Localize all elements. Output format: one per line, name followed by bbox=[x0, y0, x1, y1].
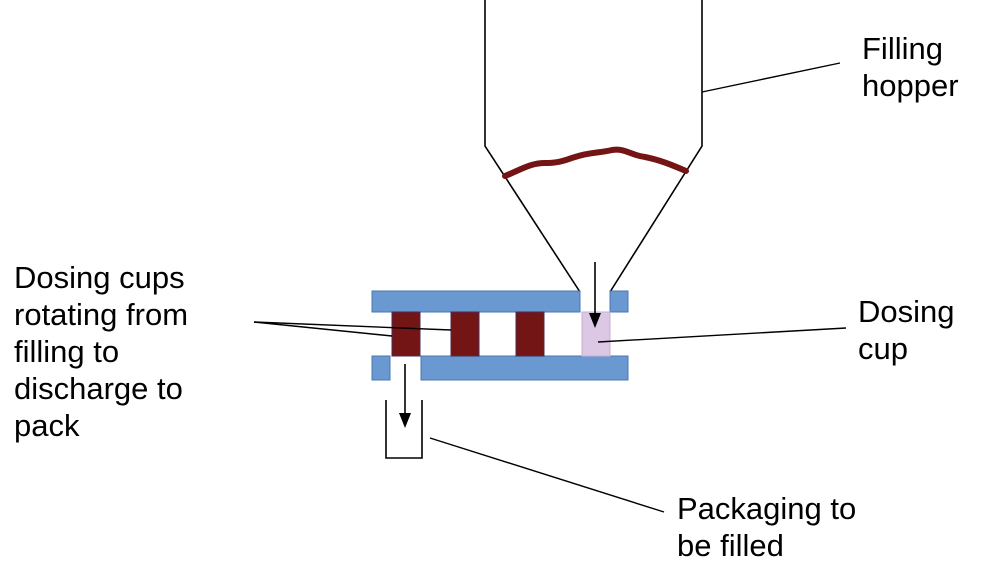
bottom-plate-left bbox=[371, 355, 391, 381]
label-dosing-cup: Dosing cup bbox=[858, 293, 955, 367]
label-line: Dosing cups bbox=[14, 260, 185, 295]
label-line: pack bbox=[14, 408, 80, 443]
discharge-arrow-head bbox=[399, 413, 411, 428]
leader-filling-hopper bbox=[701, 62, 841, 93]
top-plate-left bbox=[371, 290, 581, 313]
label-line: be filled bbox=[677, 528, 784, 563]
dosing-cup-filled-1 bbox=[391, 311, 421, 357]
hopper-outline-right bbox=[609, 0, 703, 293]
label-line: filling to bbox=[14, 334, 120, 369]
label-filling-hopper: Filling hopper bbox=[862, 30, 959, 104]
fill-arrow-head bbox=[589, 313, 601, 328]
label-line: discharge to bbox=[14, 371, 183, 406]
label-dosing-cups: Dosing cups rotating from filling to dis… bbox=[14, 259, 188, 444]
label-line: Packaging to bbox=[677, 491, 857, 526]
leader-dosing-cup bbox=[597, 327, 847, 343]
hopper-outline bbox=[484, 0, 581, 293]
leader-dosing-cups-b bbox=[253, 321, 452, 331]
label-line: Filling bbox=[862, 31, 943, 66]
package-outline bbox=[385, 400, 423, 459]
dosing-cup-filled-3 bbox=[515, 311, 545, 357]
leader-packaging bbox=[429, 437, 665, 513]
bottom-plate-right bbox=[420, 355, 629, 381]
product-level-line bbox=[502, 146, 689, 179]
top-plate-right bbox=[609, 290, 629, 313]
leader-dosing-cups-a bbox=[253, 321, 393, 337]
label-packaging: Packaging to be filled bbox=[677, 490, 856, 564]
label-line: hopper bbox=[862, 68, 959, 103]
label-line: Dosing bbox=[858, 294, 955, 329]
dosing-cup-filled-2 bbox=[450, 311, 480, 357]
label-line: rotating from bbox=[14, 297, 189, 332]
label-line: cup bbox=[858, 331, 908, 366]
